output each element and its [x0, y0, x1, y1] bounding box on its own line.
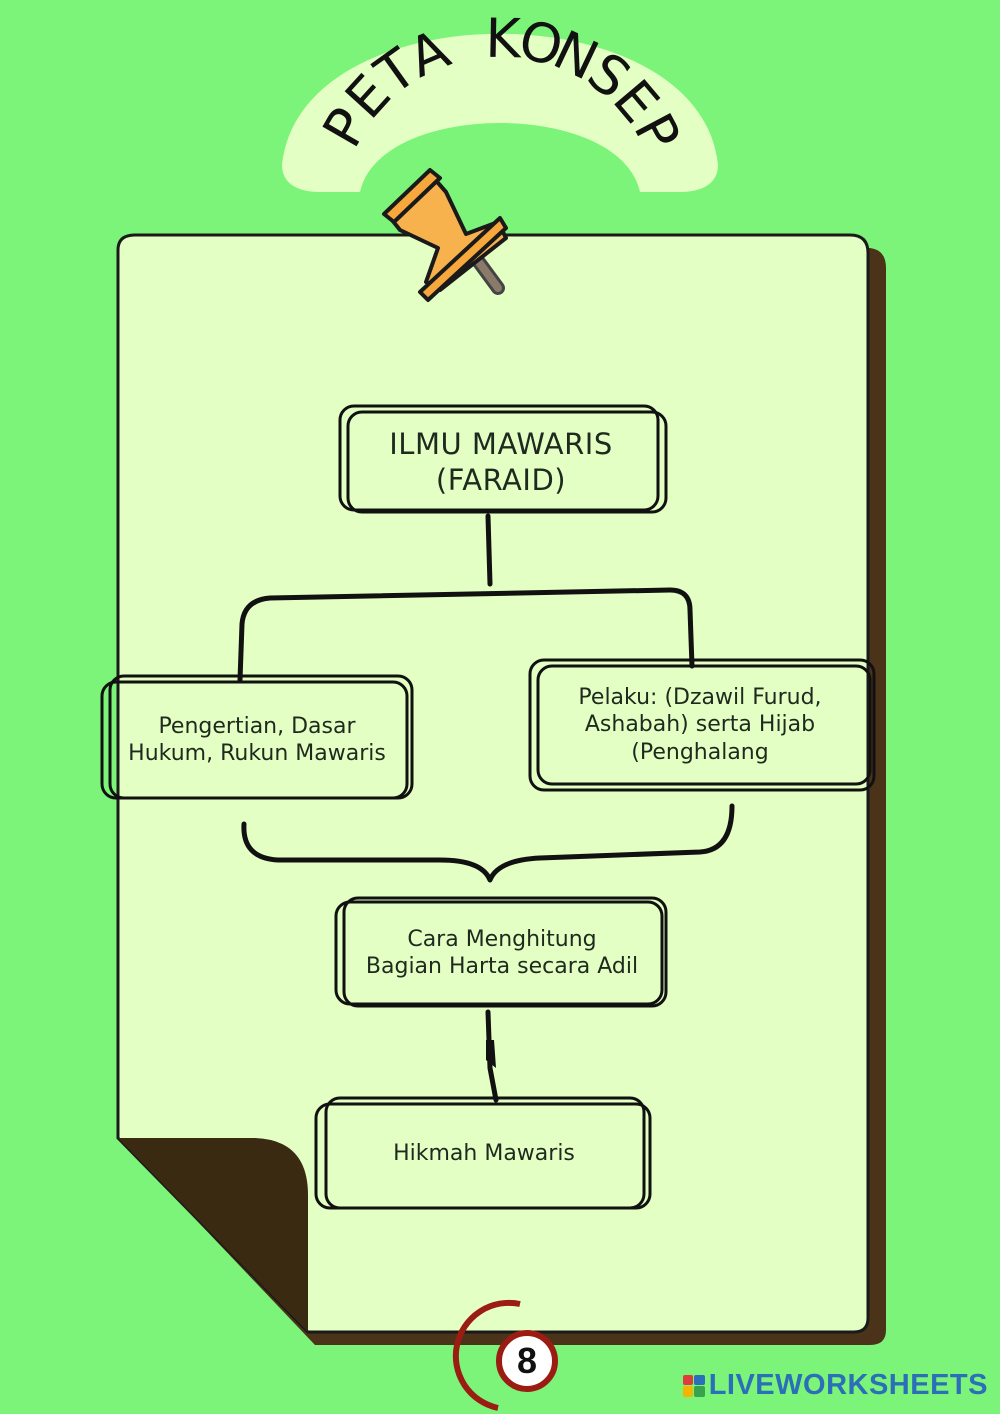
node-middle-line-1: Cara Menghitung	[407, 926, 597, 952]
pushpin-icon	[382, 168, 508, 302]
node-left-line-1: Pengertian, Dasar	[158, 713, 356, 739]
node-middle-line-2: Bagian Harta secara Adil	[365, 954, 639, 979]
box-left	[100, 674, 414, 800]
liveworksheets-logo[interactable]: LIVEWORKSHEETS	[682, 1369, 988, 1402]
node-right-line-2: Ashabah) serta Hijab	[584, 712, 816, 738]
node-right-line-3: (Penghalang	[631, 739, 769, 765]
box-root	[338, 404, 668, 514]
node-root-line-2: (FARAID)	[435, 463, 567, 497]
node-bottom: Hikmah Mawaris	[328, 1104, 640, 1204]
title-arc-band	[282, 33, 718, 192]
connector-root-down	[485, 513, 493, 587]
node-root-line-1: ILMU MAWARIS	[389, 426, 613, 461]
box-bottom	[314, 1096, 652, 1210]
node-root: ILMU MAWARIS (FARAID)	[348, 414, 654, 510]
box-middle	[334, 896, 668, 1008]
paper-fold	[118, 1138, 308, 1332]
liveworksheets-logo-text: LIVEWORKSHEETS	[708, 1369, 988, 1401]
page-number-badge: 8	[496, 1330, 558, 1392]
connector-arrow-head	[486, 1040, 496, 1068]
connector-branch	[237, 587, 695, 683]
node-bottom-line-1: Hikmah Mawaris	[393, 1141, 575, 1167]
node-left: Pengertian, Dasar Hukum, Rukun Mawaris	[112, 686, 402, 794]
connector-middle-down	[485, 1009, 499, 1103]
badge-arc	[452, 1299, 521, 1411]
box-right	[528, 658, 876, 792]
node-middle: Cara Menghitung Bagian Harta secara Adil	[346, 904, 658, 1002]
node-right: Pelaku: (Dzawil Furud, Ashabah) serta Hi…	[540, 668, 860, 782]
node-right-line-1: Pelaku: (Dzawil Furud,	[578, 684, 822, 710]
liveworksheets-logo-icon	[682, 1374, 705, 1397]
node-left-line-2: Hukum, Rukun Mawaris	[128, 741, 386, 766]
connector-brace	[241, 803, 735, 883]
paper	[116, 233, 870, 1334]
